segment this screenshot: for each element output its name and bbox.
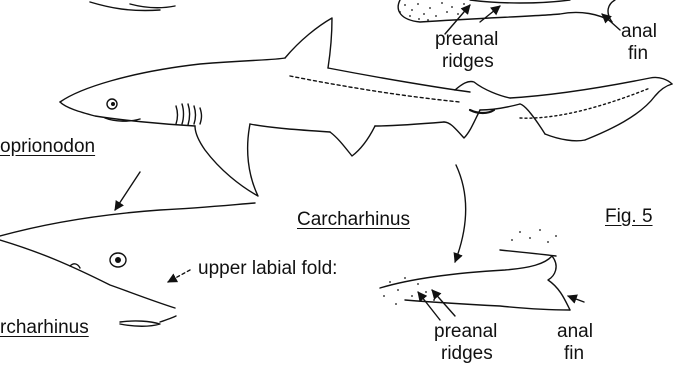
genus-label-center: Carcharhinus xyxy=(297,210,410,229)
bottom-fin-label: fin xyxy=(564,344,584,363)
bottom-anal-label: anal xyxy=(557,322,593,341)
bottom-anal-detail xyxy=(380,229,584,320)
partial-head-sketch xyxy=(90,2,175,11)
bottom-preanal-label: preanal xyxy=(434,322,497,341)
bottom-ridges-label: ridges xyxy=(441,344,493,363)
curved-pointer-arrow xyxy=(455,165,466,262)
figure-label: Fig. 5 xyxy=(605,207,653,226)
top-preanal-label: preanal xyxy=(435,30,498,49)
upper-labial-fold-label: upper labial fold: xyxy=(198,259,337,278)
shark-body xyxy=(60,18,672,196)
genus-label-left-bottom: rcharhinus xyxy=(0,318,89,337)
top-fin-label: fin xyxy=(628,44,648,63)
top-anal-label: anal xyxy=(621,22,657,41)
top-ridges-label: ridges xyxy=(442,52,494,71)
left-pointer-arrow xyxy=(115,172,140,210)
genus-label-left-top: oprionodon xyxy=(0,137,95,156)
top-anal-detail xyxy=(398,0,620,34)
